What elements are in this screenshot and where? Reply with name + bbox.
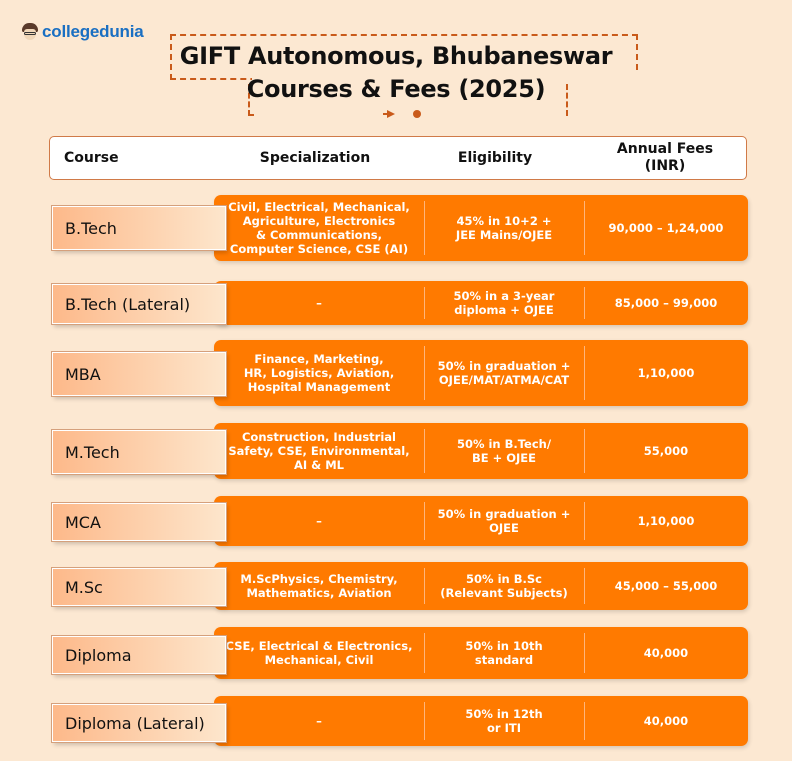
course-label: Diploma (Lateral) (51, 703, 227, 743)
cell-eligibility: 50% in a 3-year diploma + OJEE (453, 289, 555, 317)
course-label: Diploma (51, 635, 227, 675)
table-row: Finance, Marketing, HR, Logistics, Aviat… (214, 340, 748, 406)
cell-fees: 40,000 (643, 714, 689, 728)
course-label: M.Sc (51, 567, 227, 607)
arrow-icon (387, 110, 395, 118)
title-line-1: GIFT Autonomous, Bhubaneswar (179, 42, 613, 70)
cell-specialization: M.ScPhysics, Chemistry, Mathematics, Avi… (240, 572, 398, 600)
table-row: Civil, Electrical, Mechanical, Agricultu… (214, 195, 748, 261)
dot-icon (413, 110, 421, 118)
cell-fees: 40,000 (643, 646, 689, 660)
cell-eligibility: 50% in 12th or ITI (465, 707, 543, 735)
cell-specialization: CSE, Electrical & Electronics, Mechanica… (225, 639, 413, 667)
cell-eligibility: 50% in 10th standard (465, 639, 543, 667)
page-title: GIFT Autonomous, Bhubaneswar Courses & F… (0, 40, 792, 106)
collegedunia-logo[interactable]: collegedunia (21, 22, 144, 42)
cell-specialization: Construction, Industrial Safety, CSE, En… (228, 430, 410, 472)
title-frame-bottom (248, 84, 568, 116)
table-row: Construction, Industrial Safety, CSE, En… (214, 423, 748, 479)
cell-eligibility: 50% in graduation + OJEE (437, 507, 571, 535)
mascot-icon (21, 23, 39, 41)
header-eligibility: Eligibility (457, 149, 533, 166)
header-course: Course (64, 149, 119, 166)
cell-specialization: – (316, 514, 322, 528)
cell-specialization: – (316, 296, 322, 310)
cell-eligibility: 50% in B.Sc (Relevant Subjects) (440, 572, 568, 600)
cell-fees: 1,10,000 (637, 514, 695, 528)
cell-specialization: Finance, Marketing, HR, Logistics, Aviat… (243, 352, 395, 394)
course-label: MCA (51, 502, 227, 542)
table-row: CSE, Electrical & Electronics, Mechanica… (214, 627, 748, 679)
course-label: B.Tech (Lateral) (51, 283, 227, 325)
brand-name: collegedunia (42, 22, 144, 41)
cell-fees: 90,000 – 1,24,000 (608, 221, 724, 235)
cell-eligibility: 45% in 10+2 + JEE Mains/OJEE (455, 214, 553, 242)
table-row: – 50% in 12th or ITI 40,000 (214, 696, 748, 746)
cell-specialization: Civil, Electrical, Mechanical, Agricultu… (228, 200, 410, 256)
course-label: M.Tech (51, 429, 227, 475)
cell-fees: 1,10,000 (637, 366, 695, 380)
course-label: B.Tech (51, 205, 227, 251)
arrow-tail (383, 113, 388, 115)
course-label: MBA (51, 351, 227, 397)
cell-eligibility: 50% in graduation + OJEE/MAT/ATMA/CAT (437, 359, 571, 387)
title-line-2: Courses & Fees (2025) (246, 75, 546, 103)
cell-eligibility: 50% in B.Tech/ BE + OJEE (456, 437, 552, 465)
cell-fees: 85,000 – 99,000 (614, 296, 718, 310)
cell-specialization: – (316, 714, 322, 728)
header-specialization: Specialization (259, 149, 371, 166)
table-header: Course Specialization Eligibility Annual… (49, 136, 747, 180)
header-fees: Annual Fees (INR) (616, 141, 714, 174)
cell-fees: 45,000 – 55,000 (614, 579, 718, 593)
cell-fees: 55,000 (643, 444, 689, 458)
table-row: – 50% in graduation + OJEE 1,10,000 (214, 496, 748, 546)
title-frame-top (170, 34, 652, 84)
table-row: M.ScPhysics, Chemistry, Mathematics, Avi… (214, 562, 748, 610)
table-row: – 50% in a 3-year diploma + OJEE 85,000 … (214, 281, 748, 325)
